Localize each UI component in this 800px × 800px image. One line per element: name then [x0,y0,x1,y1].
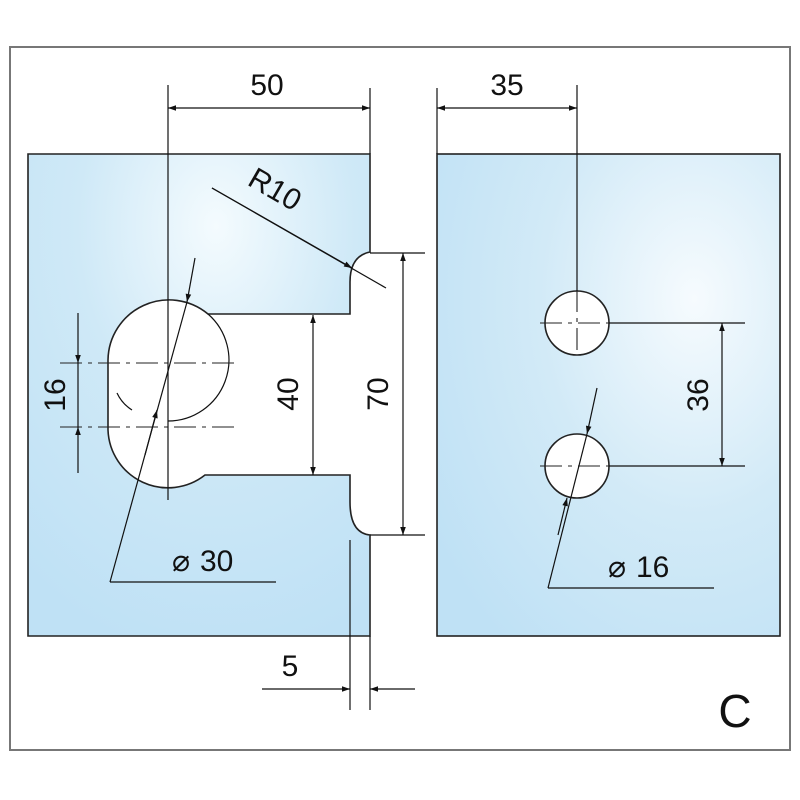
dim-notch-height: 70 [362,377,395,410]
dim-width-right: 35 [490,69,523,102]
frame-border [9,46,791,751]
diameter-symbol: ⌀ [608,551,626,584]
dim-hole-right-diameter: 16 [636,551,669,584]
dim-gap-height: 40 [272,377,305,410]
diameter-symbol: ⌀ [172,545,190,578]
hole-arc-hidden [116,392,133,411]
diameter-arrow [557,497,568,536]
dim-width-left: 50 [250,69,283,102]
dim-hole-left-diameter: 30 [200,545,233,578]
left-glass-panel [27,153,371,637]
hole-arc [167,313,230,422]
diameter-leader [547,433,588,589]
dim-hole-spacing: 36 [682,378,715,411]
variant-label: C [718,685,751,737]
dim-slot-height: 16 [39,378,72,411]
diameter-arrow [144,409,158,456]
diameter-arrow [185,257,196,303]
radius-arrow [211,187,353,269]
dim-gap-width: 5 [282,650,299,683]
diameter-arrow [585,387,598,435]
